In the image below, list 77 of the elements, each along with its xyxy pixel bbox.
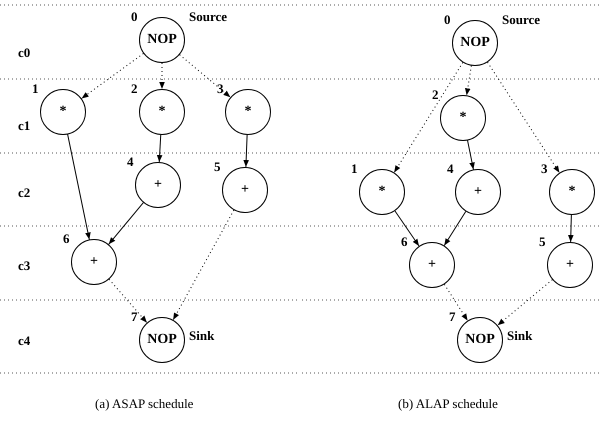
node-number: 4 bbox=[127, 155, 134, 168]
operation-circle bbox=[549, 169, 595, 215]
operation-circle bbox=[40, 89, 86, 135]
operation-label: * bbox=[158, 105, 166, 119]
node-name: Source bbox=[502, 13, 540, 26]
node-number: 6 bbox=[401, 235, 408, 248]
operation-circle bbox=[440, 95, 486, 141]
operation-label: + bbox=[241, 183, 249, 197]
node-number: 7 bbox=[131, 310, 138, 323]
operation-label: + bbox=[154, 178, 162, 192]
node-name: Source bbox=[189, 10, 228, 23]
operation-label: NOP bbox=[147, 333, 177, 347]
arrow bbox=[243, 134, 249, 168]
operation-label: + bbox=[566, 258, 574, 272]
operation-label: * bbox=[568, 185, 576, 199]
node-number: 3 bbox=[217, 82, 224, 95]
operation-circle bbox=[225, 89, 271, 135]
arrow bbox=[108, 278, 148, 324]
row-label: c0 bbox=[18, 46, 30, 59]
operation-label: * bbox=[378, 185, 386, 199]
operation-label: * bbox=[460, 111, 466, 125]
operation-label: NOP bbox=[465, 333, 495, 347]
node-number: 2 bbox=[432, 88, 438, 101]
node-number: 7 bbox=[449, 310, 456, 323]
row-label: c3 bbox=[18, 259, 30, 272]
arrow bbox=[467, 140, 475, 170]
operation-circle bbox=[139, 317, 185, 363]
row-label: c2 bbox=[18, 186, 30, 199]
operation-label: + bbox=[428, 258, 436, 272]
arrow bbox=[444, 284, 468, 322]
operation-circle bbox=[71, 239, 117, 285]
node-number: 0 bbox=[444, 13, 450, 26]
arrow bbox=[487, 62, 560, 174]
arrow bbox=[172, 210, 234, 320]
arrow bbox=[568, 214, 574, 242]
caption: (b) ALAP schedule bbox=[398, 397, 498, 410]
operation-circle bbox=[455, 169, 501, 215]
row-label: c4 bbox=[18, 334, 30, 347]
operation-circle bbox=[457, 317, 503, 363]
arrow bbox=[497, 279, 553, 326]
arrow bbox=[444, 210, 466, 246]
operation-circle bbox=[222, 167, 268, 213]
arrow bbox=[394, 62, 464, 173]
operation-label: * bbox=[60, 105, 66, 119]
node-number: 5 bbox=[214, 160, 220, 173]
node-number: 3 bbox=[541, 162, 548, 175]
node-number: 1 bbox=[351, 162, 358, 175]
operation-circle bbox=[359, 169, 405, 215]
operation-label: * bbox=[244, 105, 252, 119]
operation-circle bbox=[139, 17, 185, 63]
operation-label: + bbox=[474, 185, 482, 199]
node-number: 0 bbox=[131, 10, 138, 23]
caption: (a) ASAP schedule bbox=[95, 397, 194, 410]
arrow bbox=[108, 202, 144, 245]
node-number: 6 bbox=[63, 232, 70, 245]
node-number: 5 bbox=[539, 235, 546, 248]
arrow bbox=[81, 53, 144, 99]
arrow bbox=[156, 134, 162, 163]
node-name: Sink bbox=[189, 329, 214, 342]
node-number: 2 bbox=[131, 82, 138, 95]
node-number: 4 bbox=[447, 162, 454, 175]
operation-circle bbox=[135, 162, 181, 208]
operation-circle bbox=[139, 89, 185, 135]
arrow bbox=[464, 65, 472, 96]
arrow bbox=[394, 210, 420, 247]
arrow bbox=[179, 54, 231, 98]
node-name: Sink bbox=[507, 329, 532, 342]
operation-label: + bbox=[90, 255, 98, 269]
operation-circle bbox=[547, 242, 593, 288]
operation-label: NOP bbox=[460, 36, 490, 50]
row-label: c1 bbox=[18, 119, 30, 132]
arrow bbox=[159, 62, 165, 90]
node-number: 1 bbox=[32, 82, 38, 95]
operation-label: NOP bbox=[147, 33, 177, 47]
arrow bbox=[67, 134, 91, 240]
operation-circle bbox=[409, 242, 455, 288]
operation-circle bbox=[452, 20, 498, 66]
